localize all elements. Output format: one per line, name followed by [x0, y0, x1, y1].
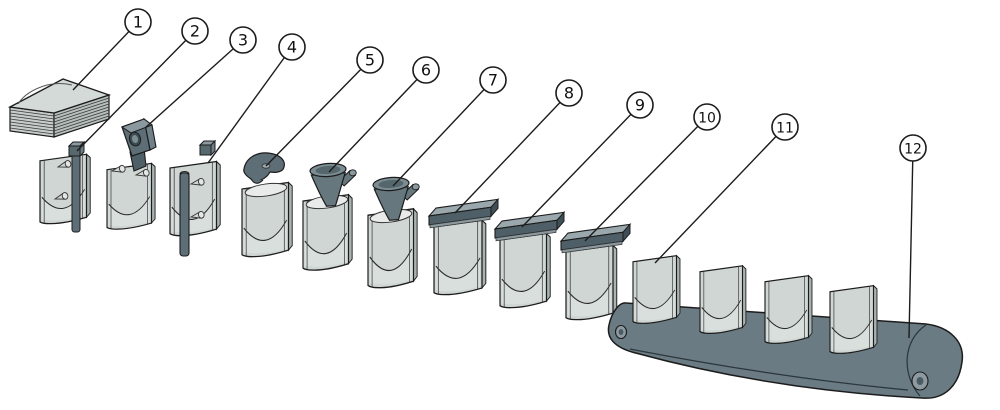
callout-leader-2	[76, 30, 196, 152]
clamp-bar	[71, 146, 81, 233]
callout-label: 7	[488, 71, 498, 90]
conveyor-roller-left	[614, 324, 628, 340]
callout-label: 4	[287, 38, 297, 57]
callout-circle-3	[229, 26, 257, 54]
pouch-1-with-clamp	[39, 141, 91, 233]
callout-label: 2	[190, 22, 200, 41]
callout-leader-10	[584, 116, 708, 242]
conveyor-pouch-3	[764, 274, 813, 347]
support-rod	[179, 172, 190, 257]
callout-circle-5	[356, 46, 384, 74]
pouch-7	[433, 219, 487, 298]
callout-circle-6	[412, 56, 440, 84]
callout-circle-12	[899, 134, 927, 162]
callout-circle-9	[626, 91, 654, 119]
bag-clamp-2	[199, 140, 216, 156]
callout-label: 10	[698, 111, 716, 127]
callout-leader-12	[908, 147, 914, 339]
bag-clamp-1	[68, 141, 85, 157]
callout-label: 6	[421, 61, 431, 80]
callout-label: 1	[133, 13, 143, 32]
callout-leader-5	[265, 59, 371, 167]
conveyor-pouch-4	[829, 284, 878, 357]
callout-label: 11	[776, 121, 794, 137]
callout-leader-3	[144, 39, 244, 129]
callout-circle-10	[693, 103, 721, 131]
callout-label: 8	[564, 84, 574, 103]
filling-station-2	[367, 174, 423, 291]
sealing-station-2	[494, 211, 565, 311]
filling-station-1	[302, 160, 360, 274]
callout-label: 9	[635, 96, 645, 115]
pouch-stack	[7, 78, 112, 138]
sealing-station-1	[428, 198, 499, 298]
callout-leader-4	[207, 46, 293, 164]
pouch-3	[169, 160, 221, 239]
pouch-9	[565, 244, 618, 323]
callout-circle-8	[555, 79, 583, 107]
conveyor-pouch-2	[699, 264, 747, 337]
callout-leader-9	[521, 104, 641, 228]
roller-crease	[906, 324, 927, 397]
pouch-2-with-gripper	[106, 117, 157, 232]
suction-dish	[243, 152, 285, 184]
callout-label: 12	[904, 142, 922, 158]
callout-circle-7	[479, 66, 507, 94]
callout-circle-11	[771, 113, 799, 141]
callout-circle-1	[124, 8, 152, 36]
callout-leader-1	[72, 21, 139, 91]
conveyor-roller-right	[911, 371, 929, 391]
callout-leader-11	[654, 126, 786, 264]
callout-label: 5	[365, 51, 375, 70]
gripper-head	[120, 117, 157, 172]
conveyor-pouch-1	[632, 254, 681, 327]
callout-leader-7	[392, 79, 494, 187]
pouch-3-with-rod	[169, 140, 221, 257]
callout-circle-2	[181, 17, 209, 45]
callout-leader-8	[454, 92, 570, 214]
callout-circle-4	[278, 33, 306, 61]
belt-edge-line	[629, 348, 909, 391]
pouch-mouth	[244, 182, 288, 198]
pouch-8	[499, 232, 551, 311]
callout-leader-6	[328, 69, 427, 173]
stack-layer-lines	[9, 97, 110, 135]
callout-label: 3	[238, 31, 248, 50]
pouch-4-opening-station	[241, 152, 293, 260]
